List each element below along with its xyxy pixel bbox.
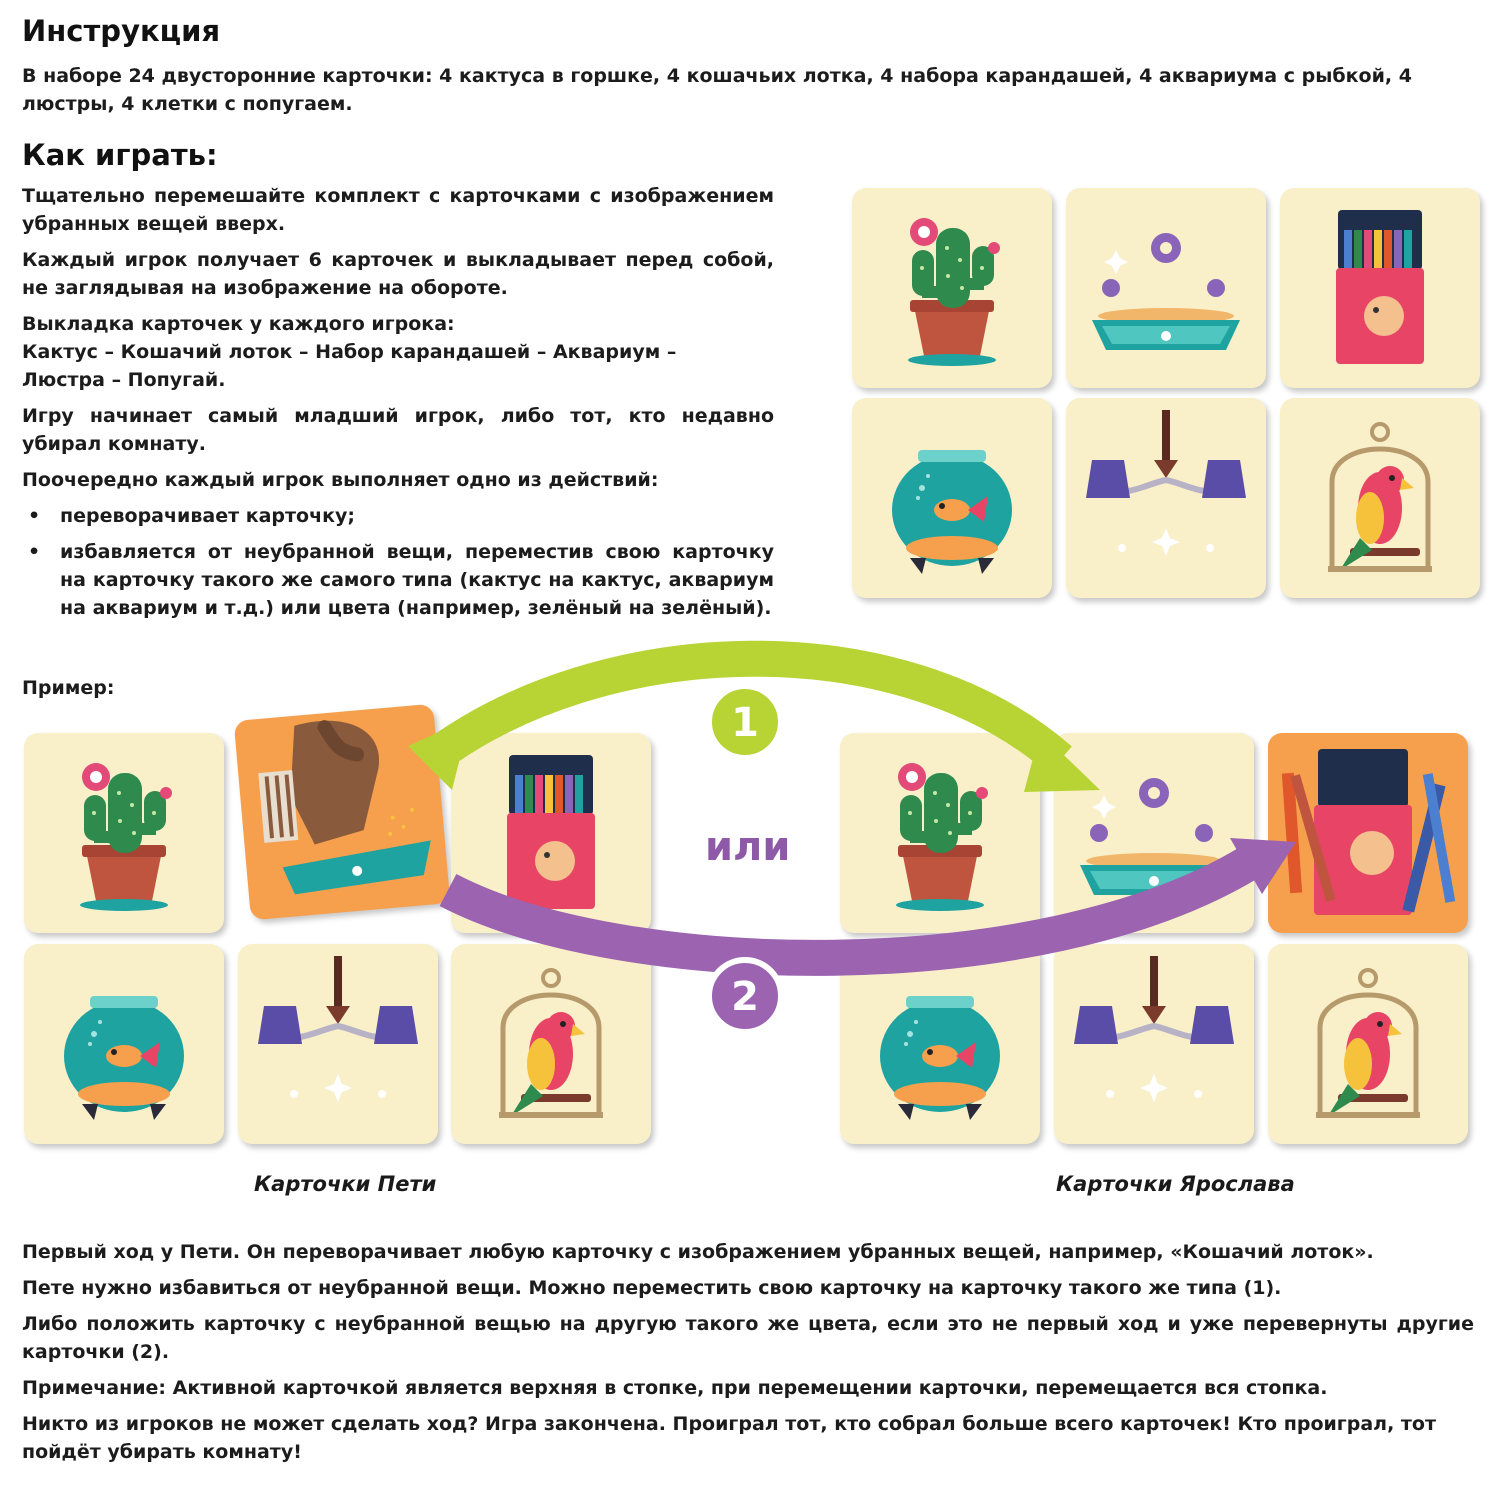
parrot-icon <box>1280 398 1480 598</box>
pencils-icon <box>451 733 651 933</box>
rule-deal: Каждый игрок получает 6 карточек и выкла… <box>22 249 774 299</box>
caption-petya: Карточки Пети <box>254 1172 437 1196</box>
cactus-icon <box>24 733 224 933</box>
rule-shuffle: Тщательно перемешайте комплект с карточк… <box>22 185 774 235</box>
parrot-icon <box>451 944 651 1144</box>
aquarium-card <box>852 398 1052 598</box>
chandelier-card <box>238 944 438 1144</box>
step-2-label: 2 <box>731 974 759 1020</box>
rule-bullet-flip: переворачивает карточку; <box>22 502 774 530</box>
litter-box-card <box>1066 188 1266 388</box>
example-explanation: Первый ход у Пети. Он переворачивает люб… <box>22 1238 1474 1466</box>
step-1-label: 1 <box>731 700 759 746</box>
rule-layout-line2: Люстра – Попугай. <box>22 369 226 391</box>
aquarium-icon <box>840 944 1040 1144</box>
rule-first-player: Игру начинает самый младший игрок, либо … <box>22 405 774 455</box>
parrot-card <box>451 944 651 1144</box>
explain-color-move: Либо положить карточку с неубранной вещь… <box>22 1313 1474 1363</box>
aquarium-card <box>24 944 224 1144</box>
cactus-icon <box>840 733 1040 933</box>
rule-layout-title: Выкладка карточек у каждого игрока: <box>22 313 455 335</box>
rules-section: Тщательно перемешайте комплект с карточк… <box>22 182 774 622</box>
example-label: Пример: <box>22 677 115 699</box>
rule-bullet-move: избавляется от неубранной вещи, перемест… <box>22 538 774 622</box>
aquarium-card <box>840 944 1040 1144</box>
explain-end: Никто из игроков не может сделать ход? И… <box>22 1413 1436 1463</box>
rule-layout-line1: Кактус – Кошачий лоток – Набор карандаше… <box>22 341 677 363</box>
page-title: Инструкция <box>22 14 221 48</box>
cactus-card <box>840 733 1040 933</box>
aquarium-icon <box>24 944 224 1144</box>
caption-yaroslav: Карточки Ярослава <box>1056 1172 1295 1196</box>
chandelier-icon <box>1066 398 1266 598</box>
litter-box-icon <box>1054 733 1254 933</box>
or-label: или <box>705 824 791 870</box>
parrot-icon <box>1268 944 1468 1144</box>
pencils-icon <box>1280 188 1480 388</box>
cactus-card <box>852 188 1052 388</box>
intro-text: В наборе 24 двусторонние карточки: 4 как… <box>22 65 1412 115</box>
aquarium-icon <box>852 398 1052 598</box>
flipped-pencils-card <box>1268 733 1468 933</box>
parrot-card <box>1268 944 1468 1144</box>
cat-in-litter-box-icon <box>234 704 451 921</box>
chandelier-card <box>1066 398 1266 598</box>
litter-box-icon <box>1066 188 1266 388</box>
pencils-card <box>1280 188 1480 388</box>
explain-first-move: Первый ход у Пети. Он переворачивает люб… <box>22 1241 1374 1263</box>
explain-type-move: Пете нужно избавиться от неубранной вещи… <box>22 1277 1282 1299</box>
scattered-pencils-icon <box>1268 733 1468 933</box>
cactus-card <box>24 733 224 933</box>
chandelier-icon <box>1054 944 1254 1144</box>
parrot-card <box>1280 398 1480 598</box>
chandelier-card <box>1054 944 1254 1144</box>
chandelier-icon <box>238 944 438 1144</box>
rule-actions: Поочередно каждый игрок выполняет одно и… <box>22 469 659 491</box>
explain-note: Примечание: Активной карточкой является … <box>22 1377 1328 1399</box>
pencils-card <box>451 733 651 933</box>
litter-box-card <box>1054 733 1254 933</box>
how-to-heading: Как играть: <box>22 138 218 172</box>
flipped-litter-card[interactable] <box>233 703 451 921</box>
cactus-icon <box>852 188 1052 388</box>
